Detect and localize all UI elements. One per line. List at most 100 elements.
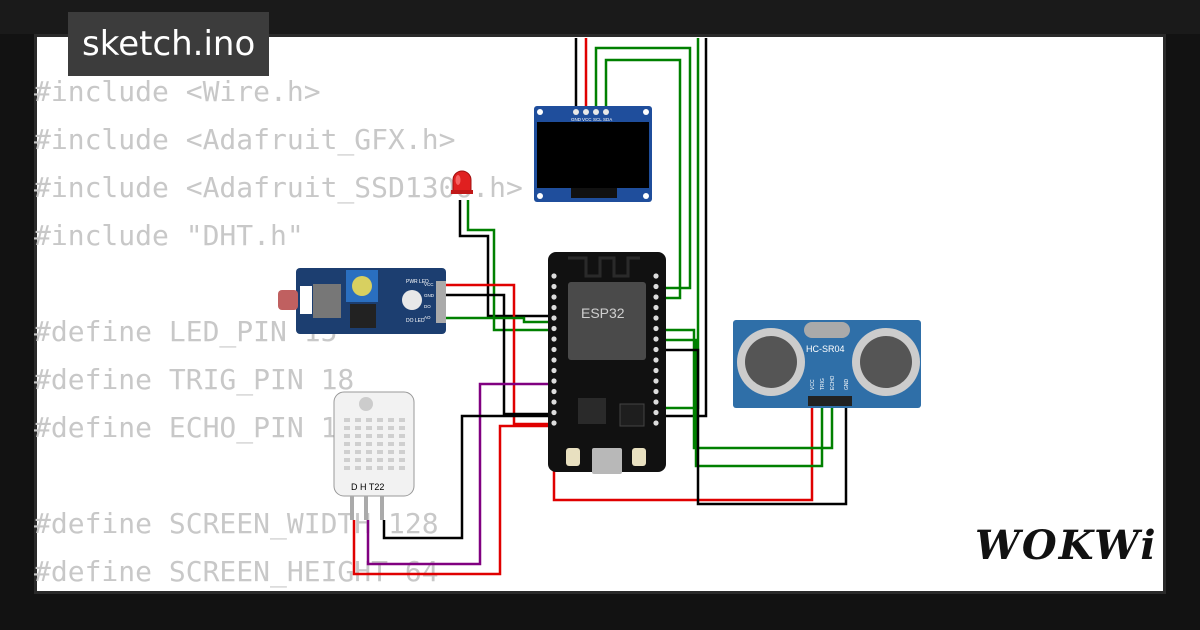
dht22-vent bbox=[388, 466, 394, 470]
esp32-pin bbox=[653, 336, 659, 342]
wire-ldr-gnd[interactable] bbox=[446, 293, 550, 416]
ldr-do-led-label: DO LED bbox=[406, 318, 425, 324]
dht22-vent bbox=[399, 450, 405, 454]
red-led[interactable] bbox=[451, 170, 473, 194]
esp32-board[interactable]: ESP32 bbox=[548, 252, 666, 474]
dht22-vent bbox=[355, 466, 361, 470]
esp32-pin-headers bbox=[551, 273, 659, 426]
esp32-pin bbox=[653, 388, 659, 395]
esp32-pin bbox=[551, 399, 557, 405]
dht22-vent bbox=[377, 418, 383, 422]
dht22-vent bbox=[399, 458, 405, 462]
esp32-pin bbox=[551, 294, 557, 300]
esp32-pin bbox=[551, 409, 557, 416]
esp32-pin bbox=[653, 409, 659, 416]
dht22-vent bbox=[377, 466, 383, 470]
oled-pin-gnd: GND bbox=[571, 117, 582, 122]
code-line: #define TRIG_PIN 18 bbox=[34, 363, 355, 396]
esp32-pin bbox=[551, 325, 557, 332]
esp32-pin bbox=[551, 283, 557, 290]
esp32-label: ESP32 bbox=[581, 305, 625, 321]
wires bbox=[352, 38, 848, 576]
wire-us-gnd[interactable] bbox=[660, 348, 848, 506]
wire-ldr-ao[interactable] bbox=[446, 316, 550, 324]
esp32-pin bbox=[653, 325, 659, 332]
dht22-vent bbox=[366, 426, 372, 430]
esp32-pin bbox=[551, 346, 557, 353]
esp32-pin bbox=[653, 315, 659, 321]
dht22-vent bbox=[344, 458, 350, 462]
dht22-vent bbox=[388, 442, 394, 446]
esp32-pin bbox=[653, 399, 659, 405]
ldr-pin-gnd: GND bbox=[424, 293, 435, 298]
dht22-vent bbox=[355, 418, 361, 422]
wire-dht-vcc[interactable] bbox=[352, 424, 550, 576]
dht22-vent bbox=[399, 418, 405, 422]
hc-sr04-sensor[interactable]: HC-SR04 VCC TRIG ECHO GND bbox=[733, 320, 921, 408]
esp32-pin bbox=[551, 367, 557, 374]
ldr-pin-ao: AO bbox=[424, 315, 431, 320]
dht22-sensor[interactable]: D H T22 bbox=[333, 391, 415, 520]
dht22-vent bbox=[366, 466, 372, 470]
dht22-vent bbox=[388, 434, 394, 438]
esp32-pin bbox=[653, 357, 659, 363]
dht22-vent bbox=[377, 458, 383, 462]
dht22-vent bbox=[377, 434, 383, 438]
dht22-vent bbox=[355, 450, 361, 454]
dht22-vent bbox=[399, 434, 405, 438]
oled-pin-sda: SDA bbox=[603, 117, 612, 122]
esp32-pin bbox=[551, 273, 557, 279]
esp32-pin bbox=[653, 367, 659, 374]
wire-led-anode[interactable] bbox=[466, 200, 550, 332]
wire-oled-sda[interactable] bbox=[604, 58, 682, 300]
dht22-vent bbox=[377, 426, 383, 430]
oled-pin-scl: SCL bbox=[593, 117, 602, 122]
esp32-pin bbox=[551, 336, 557, 342]
dht22-vent bbox=[344, 442, 350, 446]
esp32-pin bbox=[551, 357, 557, 363]
ldr-pwr-led-label: PWR LED bbox=[406, 279, 429, 285]
dht22-vent bbox=[355, 458, 361, 462]
dht22-vent bbox=[355, 442, 361, 446]
dht22-vent bbox=[399, 466, 405, 470]
oled-display[interactable]: GND VCC SCL SDA bbox=[534, 106, 652, 202]
wire-us-echo[interactable] bbox=[660, 328, 834, 450]
dht22-vent bbox=[344, 434, 350, 438]
code-line: #include <Adafruit_GFX.h> bbox=[34, 123, 456, 156]
hc-sr04-label: HC-SR04 bbox=[806, 344, 845, 354]
dht22-vent bbox=[355, 426, 361, 430]
wire-ldr-vcc[interactable] bbox=[446, 283, 550, 426]
wire-dht-gnd[interactable] bbox=[382, 414, 550, 540]
ldr-module[interactable]: PWR LED DO LED VCC GND DO AO bbox=[278, 268, 446, 334]
esp32-pin bbox=[551, 378, 557, 384]
dht22-vent bbox=[388, 418, 394, 422]
wire-top-black[interactable] bbox=[660, 38, 708, 418]
ldr-pin-do: DO bbox=[424, 304, 431, 309]
dht22-vent bbox=[344, 426, 350, 430]
code-line: #define ECHO_PIN 19 bbox=[34, 411, 355, 444]
esp32-pin bbox=[653, 378, 659, 384]
dht22-vent bbox=[388, 458, 394, 462]
oled-pin-vcc: VCC bbox=[582, 117, 592, 122]
wire-us-trig[interactable] bbox=[660, 338, 824, 468]
dht22-label: D H T22 bbox=[351, 482, 384, 492]
ldr-pin-vcc: VCC bbox=[424, 282, 434, 287]
dht22-vent bbox=[399, 426, 405, 430]
code-line: #include "DHT.h" bbox=[34, 219, 304, 252]
dht22-vent bbox=[366, 418, 372, 422]
us-pin-trig: TRIG bbox=[820, 378, 826, 390]
esp32-pin bbox=[551, 304, 557, 311]
code-line: #define SCREEN_HEIGHT 64 bbox=[34, 555, 439, 588]
esp32-pin bbox=[653, 420, 659, 426]
esp32-pin bbox=[653, 346, 659, 353]
esp32-pin bbox=[653, 294, 659, 300]
wire-led-cathode[interactable] bbox=[458, 200, 550, 318]
dht22-vent bbox=[344, 466, 350, 470]
file-tab[interactable]: sketch.ino bbox=[68, 12, 270, 76]
dht22-vent bbox=[355, 434, 361, 438]
wire-dht-data[interactable] bbox=[366, 382, 550, 566]
dht22-vent bbox=[344, 418, 350, 422]
dht22-vent bbox=[388, 426, 394, 430]
